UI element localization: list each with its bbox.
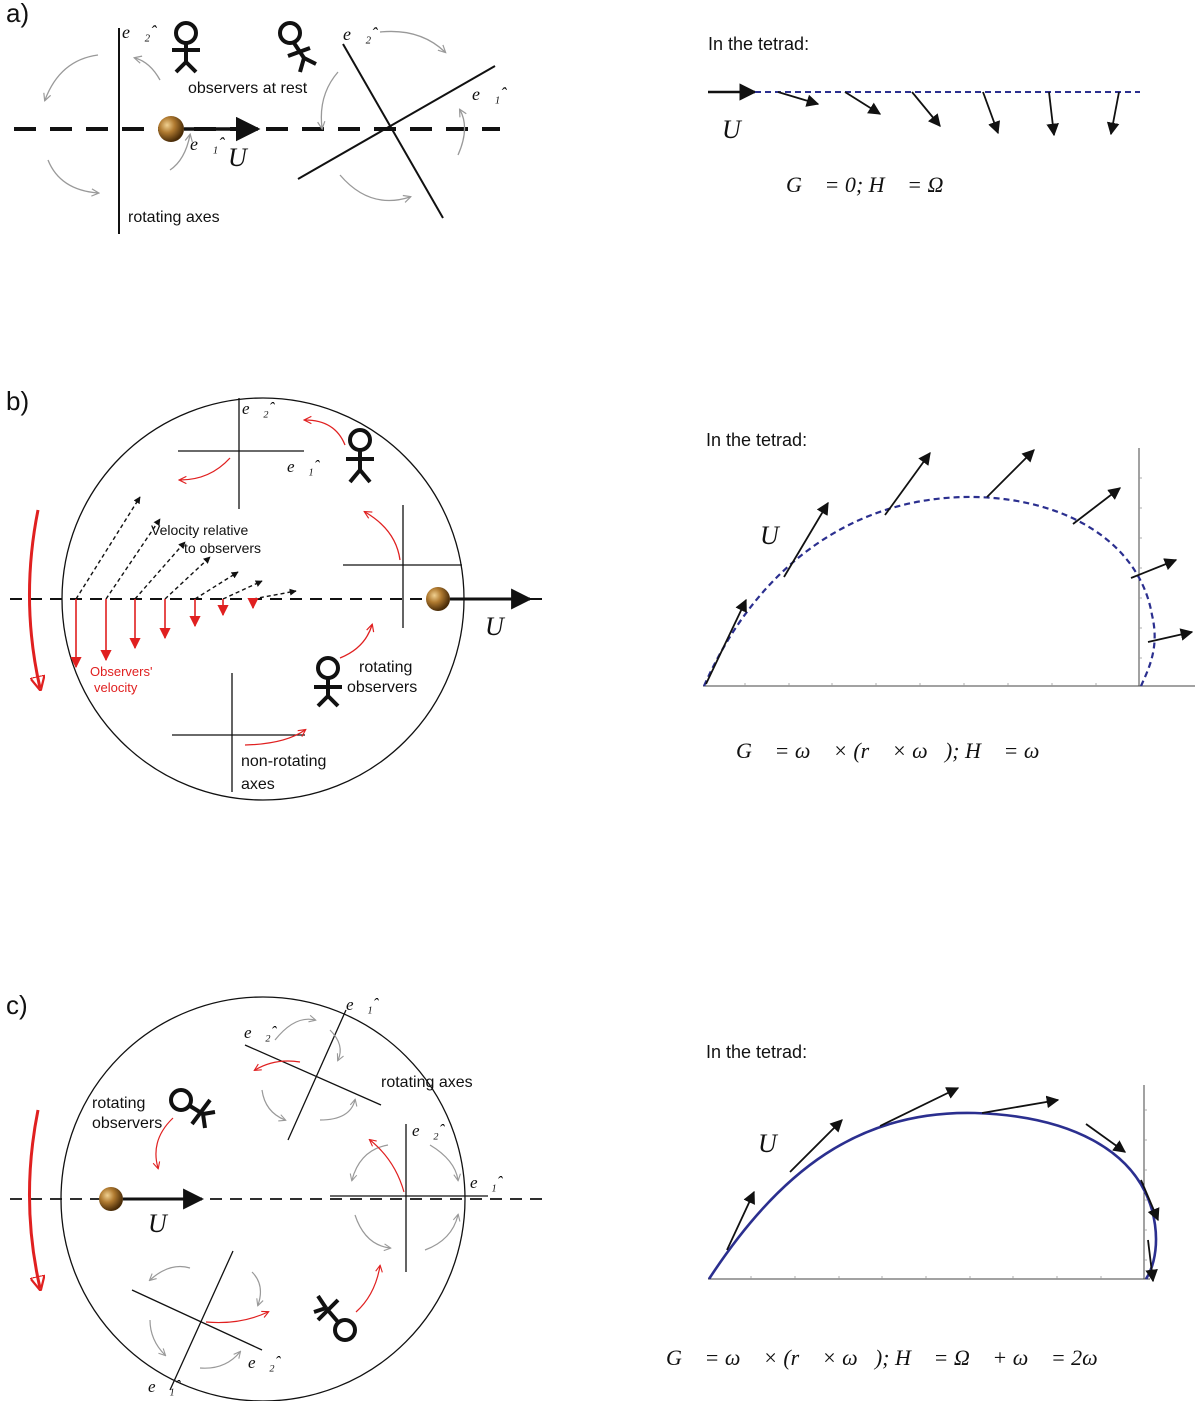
- e2-label-bottom: e⃗₂̂: [248, 1353, 282, 1372]
- tetrad-u-label: U⃗: [760, 521, 799, 550]
- top-rotated-axis-b: [244, 1044, 382, 1106]
- relative-velocity-arrows: [75, 496, 297, 600]
- e2-label: e⃗₂̂: [242, 399, 276, 418]
- tetrad-ticks: [744, 477, 1142, 686]
- tetrad-arrows: [777, 91, 1120, 137]
- e1-label-right: e⃗₁̂: [470, 1173, 504, 1192]
- tetrad-arrows: [726, 1087, 1160, 1283]
- red-arrow-bottom: [244, 730, 305, 746]
- top-rotated-axis-a: [287, 1009, 347, 1141]
- panel-c: c) U⃗ e⃗₁̂ e⃗₂̂ rotating axes rotating: [6, 990, 1160, 1401]
- red-rotation-arrow-right: [365, 512, 401, 561]
- rotation-arrows-right: [321, 30, 464, 200]
- disk-rotation-arrow: [28, 509, 40, 688]
- rotating-axes-label: rotating axes: [381, 1074, 473, 1091]
- rotating-axes-label: rotating axes: [128, 209, 220, 226]
- u-label: U⃗: [485, 612, 524, 641]
- e2-label-right: e⃗₂̂: [412, 1121, 446, 1140]
- rotating-observers-label-line1: rotating: [92, 1095, 145, 1112]
- e1-label-bottom: e⃗₁̂: [148, 1377, 182, 1396]
- velocity-relative-label-line2: to observers: [184, 540, 261, 556]
- red-rotation-arrow-top: [180, 457, 231, 480]
- tetrad-ticks: [750, 1109, 1147, 1279]
- equation: G⃗ = ω⃗ × (r⃗ × ω⃗); H⃗ = Ω⃗ + ω⃗ = 2ω⃗: [666, 1345, 1115, 1370]
- panel-b: b) e⃗₂̂ e⃗₁̂ U⃗: [6, 386, 1195, 801]
- tetrad-u-label: U⃗: [758, 1129, 797, 1158]
- observer-figure-inverted: [313, 1294, 357, 1342]
- e1-label: e⃗₁̂: [190, 134, 225, 154]
- rotation-arrows-top: [261, 1019, 355, 1120]
- rotated-axis-e1: [297, 65, 496, 180]
- observer-figure-rotating: [314, 656, 342, 708]
- particle-ball: [99, 1187, 123, 1211]
- red-arrow-inverted-observer: [355, 1266, 380, 1313]
- rotation-arrows-left: [45, 54, 190, 193]
- bottom-rotated-axis-b: [169, 1250, 234, 1391]
- observer-figure-top: [346, 428, 374, 484]
- velocity-relative-label-line1: Velocity relative: [151, 522, 248, 538]
- red-rotation-arrow-top-right: [305, 420, 346, 446]
- particle-ball: [426, 587, 450, 611]
- red-arrow-top: [255, 1060, 301, 1070]
- rotation-arrows-right: [352, 1144, 458, 1250]
- panel-a-label: a): [6, 0, 29, 28]
- red-rotation-arrow-observer: [339, 625, 372, 659]
- tetrad-arrows: [705, 449, 1194, 685]
- rotated-e2-label: e⃗₂̂: [343, 24, 378, 44]
- observers-velocity-label-line2: velocity: [94, 680, 138, 695]
- tetrad-title: In the tetrad:: [706, 1042, 807, 1062]
- disk-rotation-arrow: [28, 1109, 40, 1288]
- panel-a: a) e⃗₂̂ e⃗₁̂ U⃗: [6, 0, 1140, 234]
- red-arrow-observer: [156, 1117, 174, 1168]
- non-rotating-label-line2: axes: [241, 776, 275, 793]
- equation: G⃗ = ω⃗ × (r⃗ × ω⃗); H⃗ = ω⃗: [736, 738, 1056, 763]
- e1-label-top: e⃗₁̂: [346, 995, 380, 1014]
- observer-figure-1: [172, 21, 200, 74]
- u-label: U⃗: [228, 143, 267, 172]
- observer-figure-rotating: [169, 1088, 216, 1129]
- tetrad-path: [702, 495, 1156, 687]
- rotating-observers-label-line2: observers: [347, 679, 417, 696]
- observers-at-rest-label: observers at rest: [188, 80, 308, 97]
- observers-velocity-label-line1: Observers': [90, 664, 152, 679]
- rotating-observers-label-line1: rotating: [359, 659, 412, 676]
- panel-c-label: c): [6, 990, 28, 1020]
- rotated-axis-e2: [342, 43, 444, 219]
- e2-label: e⃗₂̂: [122, 22, 157, 42]
- e1-label: e⃗₁̂: [287, 457, 321, 476]
- rotating-disk: [61, 397, 465, 801]
- tetrad-title: In the tetrad:: [706, 430, 807, 450]
- red-arrow-right: [370, 1140, 405, 1193]
- rotating-observers-label-line2: observers: [92, 1115, 162, 1132]
- equation: G⃗ = 0; H⃗ = Ω⃗: [786, 172, 961, 197]
- rotated-e1-label: e⃗₁̂: [472, 84, 507, 104]
- u-label: U⃗: [148, 1209, 187, 1238]
- tetrad-path: [707, 1111, 1158, 1280]
- non-rotating-label-line1: non-rotating: [241, 753, 326, 770]
- tetrad-u-label: U⃗: [722, 115, 761, 144]
- rotation-arrows-bottom: [150, 1265, 260, 1369]
- observer-figure-2: [278, 21, 317, 73]
- bottom-rotated-axis-a: [131, 1289, 263, 1351]
- particle-ball: [158, 116, 184, 142]
- panel-b-label: b): [6, 386, 29, 416]
- observer-velocity-arrows: [70, 597, 259, 669]
- tetrad-title: In the tetrad:: [708, 34, 809, 54]
- red-arrow-bottom: [205, 1312, 268, 1324]
- e2-label-top: e⃗₂̂: [244, 1023, 278, 1042]
